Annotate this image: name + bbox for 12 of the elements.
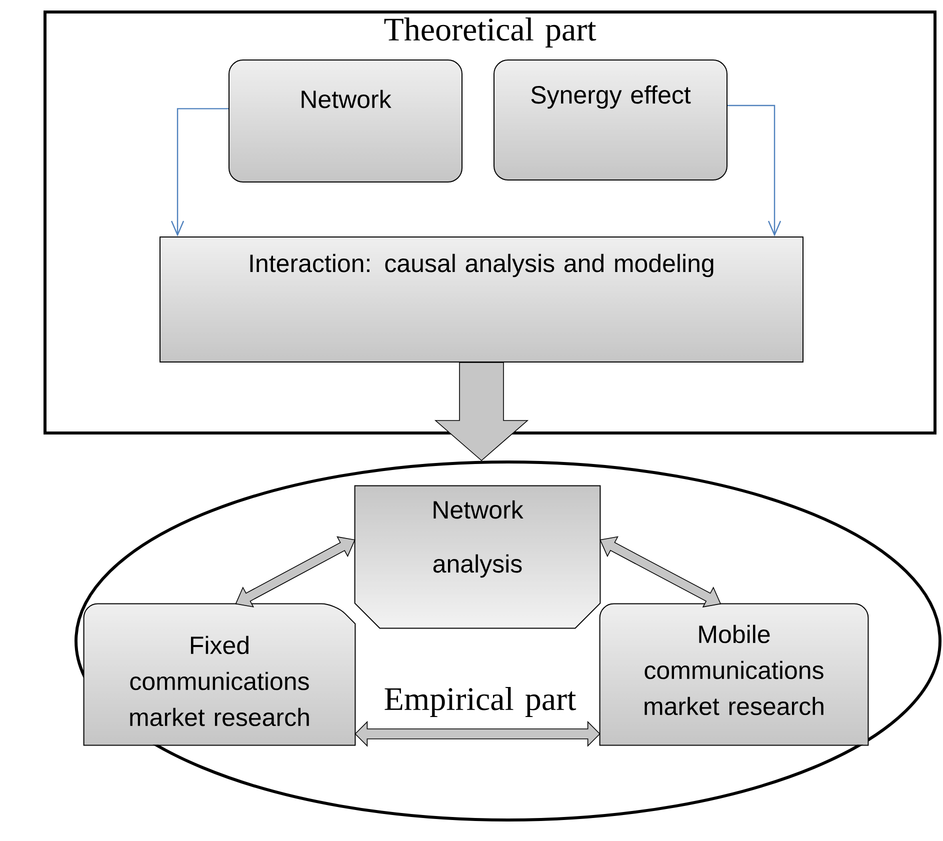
- arrow: [170, 108, 228, 236]
- process-box: Synergy effect: [494, 60, 728, 180]
- block-arrow: [434, 362, 529, 462]
- process-box: Fixed communications market research: [83, 603, 356, 746]
- process-box: Mobile communications market research: [599, 603, 869, 746]
- block-arrow: [235, 536, 356, 608]
- arrow: [728, 104, 782, 236]
- block-arrow: [600, 536, 722, 608]
- process-box: Network analysis: [354, 485, 601, 629]
- process-box: Interaction: causal analysis and modeling: [160, 236, 804, 362]
- process-box: Network: [228, 60, 462, 182]
- block-arrow: [354, 720, 600, 747]
